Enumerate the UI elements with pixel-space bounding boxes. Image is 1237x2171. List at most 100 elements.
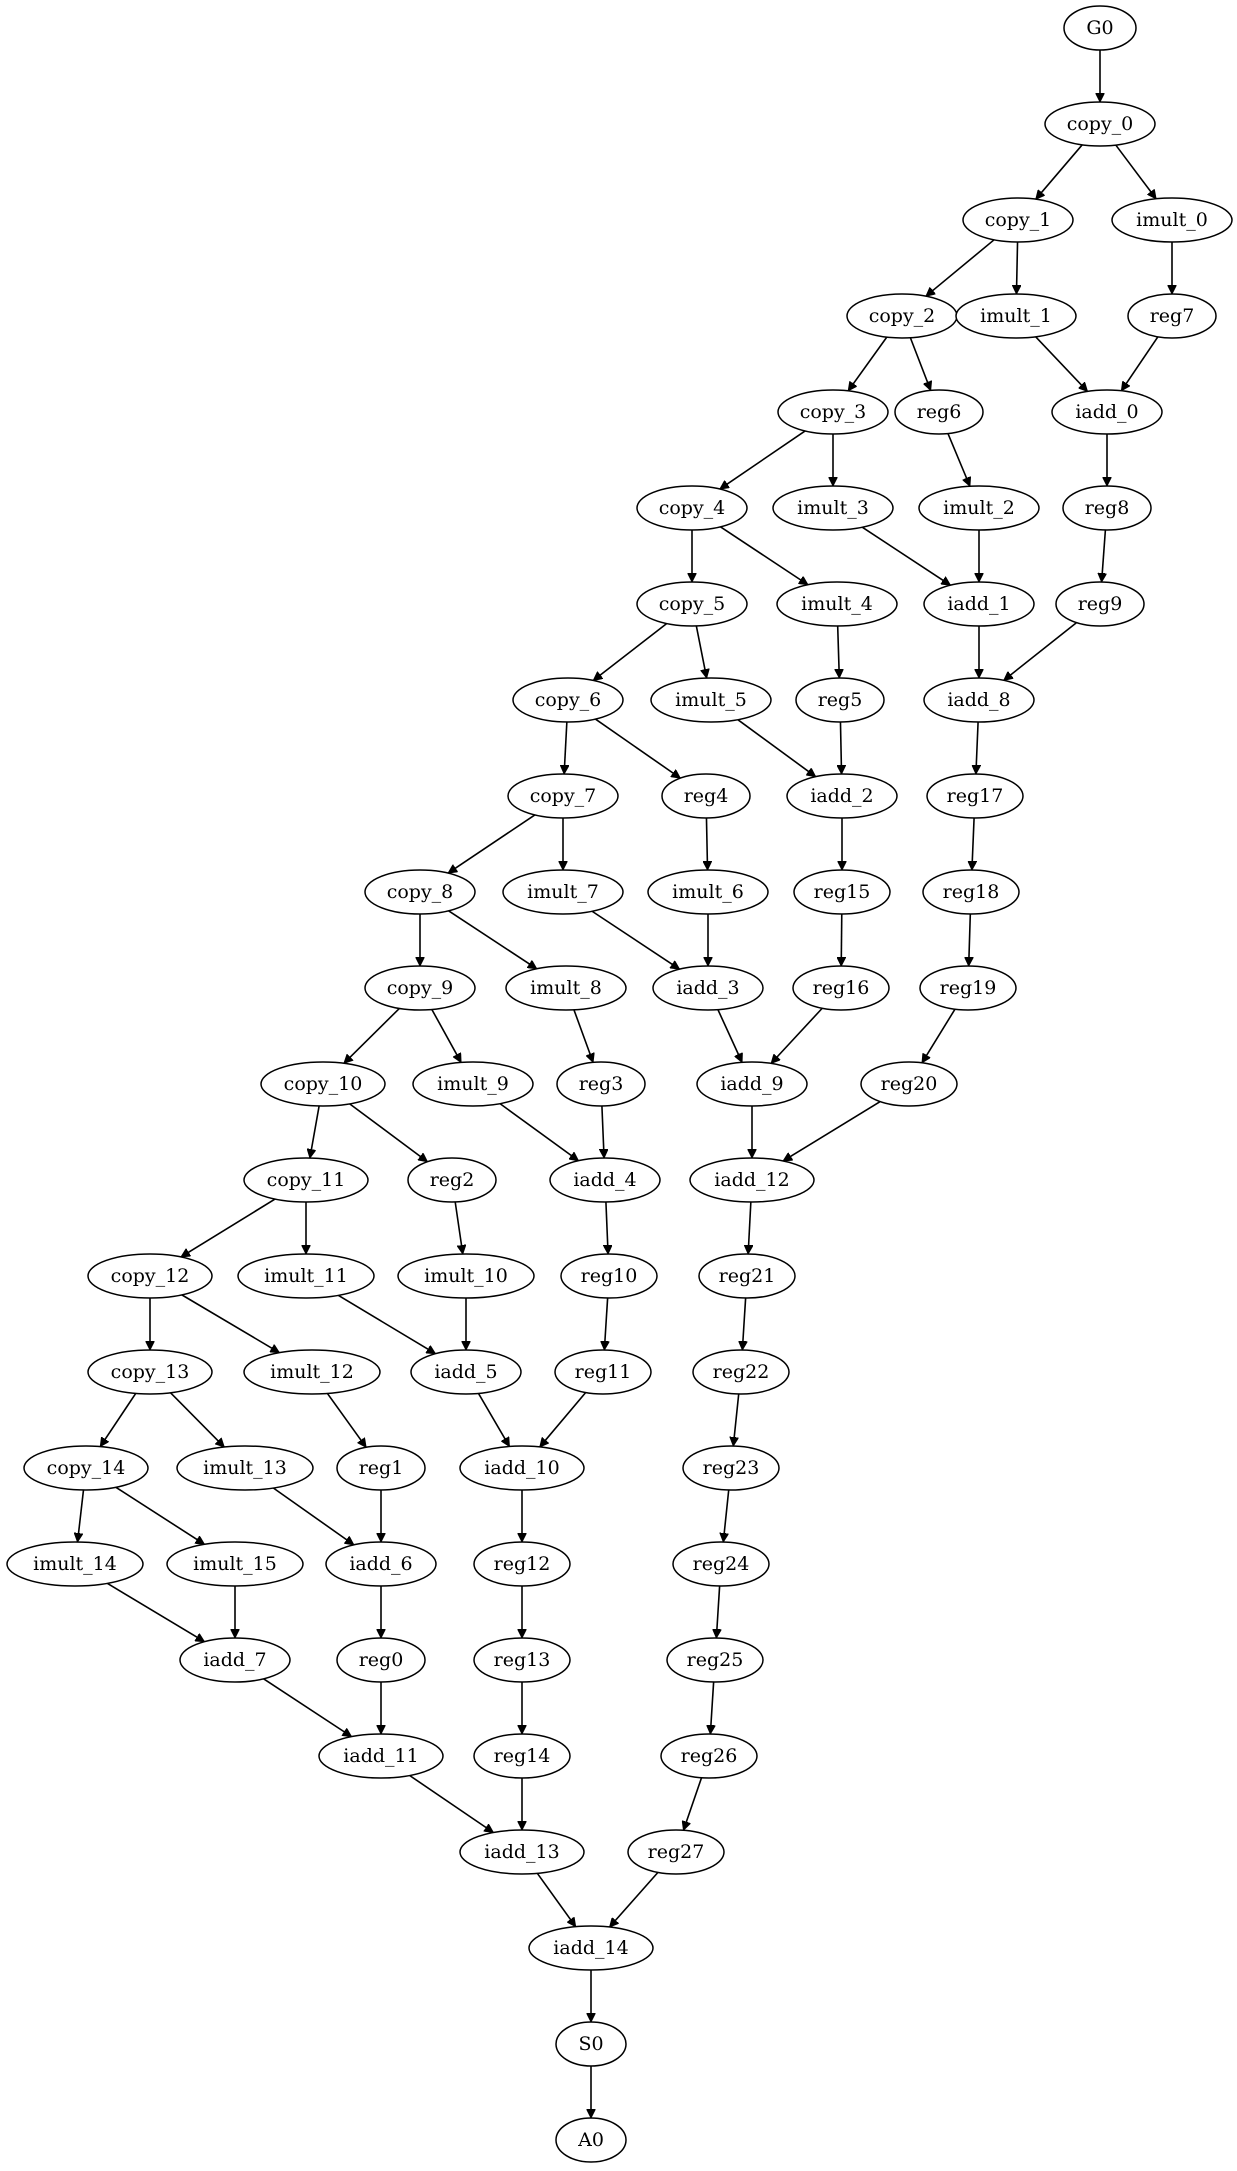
node-shape (507, 773, 619, 819)
edge-reg18-to-reg19 (969, 913, 971, 966)
node-label: reg20 (881, 1073, 938, 1095)
edge-copy_10-to-copy_11 (310, 1105, 320, 1158)
node-label: reg2 (430, 1169, 475, 1191)
node-reg15: reg15 (793, 869, 891, 915)
node-label: iadd_10 (484, 1457, 559, 1479)
node-label: iadd_6 (349, 1553, 412, 1575)
edge-reg26-to-reg27 (683, 1777, 703, 1831)
node-shape (661, 773, 751, 819)
node-imult_12: imult_12 (243, 1349, 381, 1395)
node-shape (652, 965, 764, 1011)
node-label: reg15 (814, 881, 871, 903)
node-label: copy_10 (284, 1073, 363, 1095)
node-shape (179, 1637, 291, 1683)
node-reg6: reg6 (894, 389, 984, 435)
node-S0: S0 (555, 2021, 627, 2067)
node-label: copy_12 (111, 1265, 190, 1287)
node-imult_14: imult_14 (6, 1541, 144, 1587)
node-label: copy_0 (1067, 113, 1134, 135)
edge-imult_1-to-iadd_0 (1035, 336, 1088, 392)
edge-reg20-to-iadd_12 (783, 1100, 881, 1162)
node-reg18: reg18 (922, 869, 1020, 915)
edge-copy_9-to-imult_9 (431, 1009, 462, 1062)
node-shape (772, 485, 894, 531)
node-label: copy_13 (111, 1361, 190, 1383)
edge-iadd_12-to-reg21 (748, 1201, 751, 1254)
edge-imult_12-to-reg1 (326, 1392, 367, 1447)
node-label: imult_0 (1136, 209, 1208, 231)
edge-copy_7-to-copy_8 (448, 814, 536, 874)
node-label: reg27 (648, 1841, 705, 1863)
node-label: copy_14 (47, 1457, 126, 1479)
node-shape (243, 1349, 381, 1395)
node-shape (786, 773, 898, 819)
node-shape (166, 1541, 304, 1587)
node-label: copy_2 (869, 305, 936, 327)
node-imult_11: imult_11 (237, 1253, 375, 1299)
edge-reg22-to-reg23 (733, 1393, 740, 1446)
node-label: copy_5 (659, 593, 726, 615)
node-copy_0: copy_0 (1044, 101, 1156, 147)
node-reg2: reg2 (407, 1157, 497, 1203)
node-iadd_14: iadd_14 (528, 1925, 654, 1971)
node-shape (923, 677, 1035, 723)
edge-imult_3-to-iadd_1 (861, 526, 950, 586)
node-reg11: reg11 (554, 1349, 652, 1395)
node-label: imult_12 (270, 1361, 354, 1383)
edge-reg16-to-iadd_9 (771, 1007, 823, 1063)
node-shape (647, 869, 769, 915)
node-reg4: reg4 (661, 773, 751, 819)
node-imult_9: imult_9 (412, 1061, 534, 1107)
node-reg7: reg7 (1127, 293, 1217, 339)
node-copy_3: copy_3 (777, 389, 889, 435)
node-shape (364, 965, 476, 1011)
node-label: reg12 (494, 1553, 551, 1575)
node-shape (1051, 389, 1163, 435)
node-shape (87, 1349, 213, 1395)
node-label: reg8 (1085, 497, 1130, 519)
node-label: copy_7 (530, 785, 597, 807)
node-imult_5: imult_5 (650, 677, 772, 723)
edge-reg6-to-imult_2 (947, 433, 970, 487)
edge-copy_0-to-copy_1 (1036, 144, 1083, 199)
node-shape (397, 1253, 535, 1299)
edge-reg2-to-imult_10 (454, 1201, 463, 1254)
edge-iadd_4-to-reg10 (606, 1201, 608, 1254)
edge-imult_4-to-reg5 (838, 625, 840, 678)
node-label: imult_1 (980, 305, 1052, 327)
node-shape (650, 677, 772, 723)
edge-copy_1-to-copy_2 (926, 239, 995, 296)
node-copy_7: copy_7 (507, 773, 619, 819)
node-shape (560, 1253, 658, 1299)
edge-reg15-to-reg16 (841, 913, 842, 966)
node-label: reg22 (713, 1361, 770, 1383)
node-shape (556, 1061, 646, 1107)
node-shape (689, 1157, 815, 1203)
node-imult_3: imult_3 (772, 485, 894, 531)
edge-copy_6-to-reg4 (594, 718, 680, 779)
node-iadd_6: iadd_6 (325, 1541, 437, 1587)
node-shape (1055, 581, 1145, 627)
node-shape (926, 773, 1024, 819)
node-reg20: reg20 (860, 1061, 958, 1107)
node-reg3: reg3 (556, 1061, 646, 1107)
node-reg25: reg25 (666, 1637, 764, 1683)
edge-copy_5-to-imult_5 (695, 625, 706, 678)
node-shape (87, 1253, 213, 1299)
node-shape (955, 293, 1077, 339)
edge-copy_6-to-copy_7 (564, 721, 567, 774)
node-iadd_3: iadd_3 (652, 965, 764, 1011)
edge-iadd_8-to-reg17 (976, 721, 978, 774)
node-shape (412, 1061, 534, 1107)
node-shape (1062, 485, 1152, 531)
node-shape (237, 1253, 375, 1299)
node-label: iadd_14 (553, 1937, 628, 1959)
node-iadd_12: iadd_12 (689, 1157, 815, 1203)
node-iadd_7: iadd_7 (179, 1637, 291, 1683)
node-shape (318, 1733, 444, 1779)
node-label: imult_9 (437, 1073, 509, 1095)
node-iadd_4: iadd_4 (549, 1157, 661, 1203)
node-iadd_2: iadd_2 (786, 773, 898, 819)
node-shape (698, 1253, 796, 1299)
node-label: reg13 (494, 1649, 551, 1671)
